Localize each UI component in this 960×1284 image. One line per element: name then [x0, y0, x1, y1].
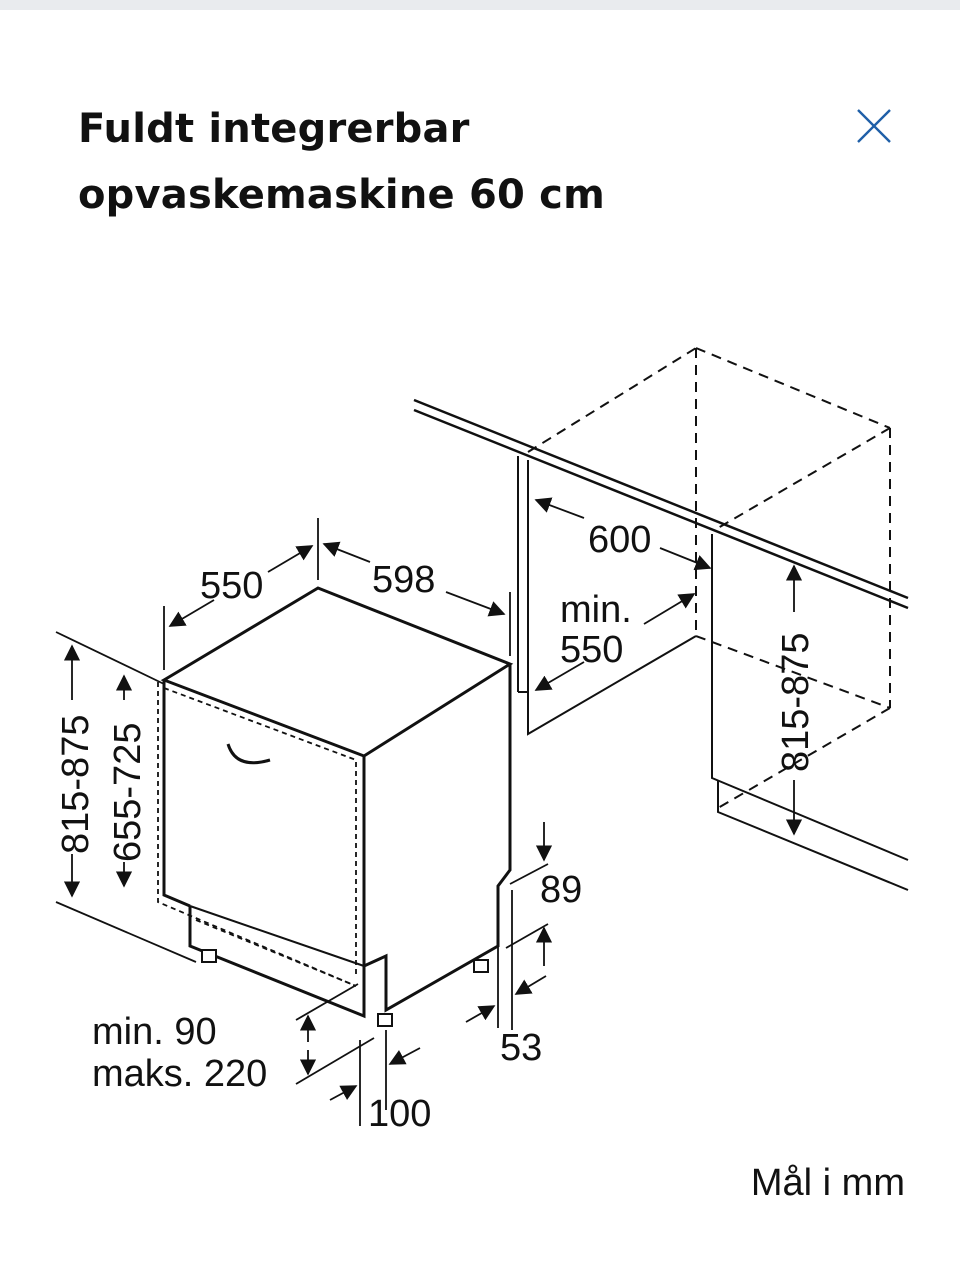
dim-plinth-max-label: maks. 220 — [92, 1053, 267, 1095]
dim-total-height-label: 815-875 — [55, 715, 97, 854]
title-line-1: Fuldt integrerbar — [78, 106, 470, 152]
dim-toe-kick-top-label: 89 — [540, 869, 582, 911]
dim-niche-depth-label: 600 — [588, 519, 651, 561]
dim-niche-height-label: 815-875 — [775, 633, 817, 772]
dimension-lines — [55, 497, 803, 1126]
dishwasher-illustration — [157, 586, 514, 1027]
dim-plinth-min-label: min. 90 — [92, 1011, 217, 1053]
dim-toe-kick-bottom-label: 53 — [500, 1027, 542, 1069]
top-bar — [0, 0, 960, 10]
dim-door-height-label: 655-725 — [107, 723, 149, 862]
dim-niche-min-value: 550 — [560, 629, 623, 671]
title-line-2: opvaskemaskine 60 cm — [78, 172, 605, 218]
dim-width-label: 598 — [372, 559, 435, 601]
dim-plinth-offset-label: 100 — [368, 1093, 431, 1135]
units-note: Mål i mm — [750, 1162, 905, 1204]
close-button[interactable] — [848, 100, 900, 152]
page-title: Fuldt integrerbar opvaskemaskine 60 cm — [78, 96, 798, 228]
close-icon — [857, 109, 891, 143]
cabinet-niche — [413, 347, 909, 891]
dim-depth-label: 550 — [200, 565, 263, 607]
dim-niche-min-label: min. — [560, 589, 632, 631]
installation-diagram: 550 598 600 min. 550 815-875 815-875 655… — [55, 347, 909, 1135]
